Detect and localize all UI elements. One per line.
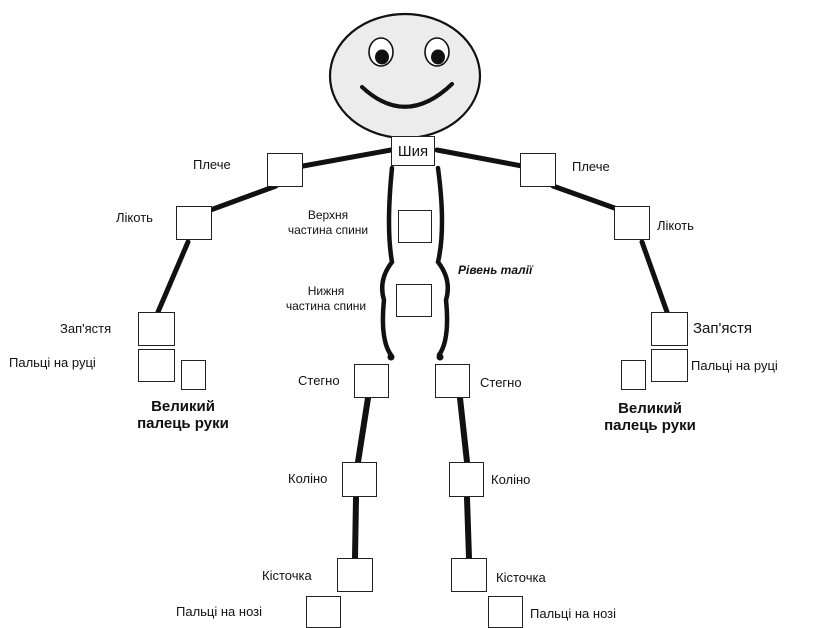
upper-back-box[interactable] [398, 210, 432, 243]
ankle-right-label: Кісточка [496, 570, 546, 585]
legs [352, 395, 472, 561]
lower-back-label-line1: Нижня [307, 284, 345, 298]
torso [380, 165, 450, 358]
hip-right-label: Стегно [480, 375, 522, 390]
knee-left-label: Коліно [288, 471, 328, 486]
neck-box[interactable]: Шия [391, 136, 435, 166]
wrist-left-label: Зап'ястя [60, 321, 112, 336]
fingers-right-box[interactable] [651, 349, 688, 382]
thumb-right-box[interactable] [621, 360, 646, 390]
thumb-left-label: Великий палець руки [118, 398, 248, 432]
thumb-left-box[interactable] [181, 360, 206, 390]
hip-left-box[interactable] [354, 364, 389, 398]
shoulder-left-label: Плече [193, 157, 231, 172]
fingers-left-box[interactable] [138, 349, 175, 382]
lower-back-label-line2: частина спини [285, 299, 367, 313]
knee-right-box[interactable] [449, 462, 484, 497]
elbow-left-box[interactable] [176, 206, 212, 240]
wrist-left-box[interactable] [138, 312, 175, 346]
toes-left-label: Пальці на нозі [176, 604, 263, 619]
elbow-right-box[interactable] [614, 206, 650, 240]
waist-level-label: Рівень талії [458, 263, 533, 277]
shoulder-right-label: Плече [572, 159, 610, 174]
ankle-left-label: Кісточка [262, 568, 312, 583]
elbow-right-label: Лікоть [657, 218, 694, 233]
thumb-right-label-line2: палець руки [604, 417, 696, 434]
shoulder-left-box[interactable] [267, 153, 303, 187]
fingers-right-label: Пальці на руці [691, 358, 778, 373]
lower-back-box[interactable] [396, 284, 432, 317]
wrist-right-box[interactable] [651, 312, 688, 346]
ankle-left-box[interactable] [337, 558, 373, 592]
knee-right-label: Коліно [491, 472, 531, 487]
wrist-right-label: Зап'ястя [693, 320, 753, 337]
upper-back-label: Верхня частина спини [260, 208, 396, 238]
thumb-right-label: Великий палець руки [585, 400, 715, 434]
fingers-left-label: Пальці на руці [9, 355, 96, 370]
smile [360, 82, 454, 109]
arms [155, 147, 670, 315]
toes-left-box[interactable] [306, 596, 341, 628]
knee-left-box[interactable] [342, 462, 377, 497]
toes-right-label: Пальці на нозі [530, 606, 617, 621]
shoulder-right-box[interactable] [520, 153, 556, 187]
thumb-left-label-line1: Великий [151, 398, 215, 415]
smiley-face [328, 12, 482, 140]
thumb-left-label-line2: палець руки [137, 415, 229, 432]
neck-label: Шия [397, 142, 429, 160]
upper-back-label-line2: частина спини [287, 223, 369, 237]
hip-right-box[interactable] [435, 364, 470, 398]
toes-right-box[interactable] [488, 596, 523, 628]
ankle-right-box[interactable] [451, 558, 487, 592]
upper-back-label-line1: Верхня [307, 208, 349, 222]
lower-back-label: Нижня частина спини [258, 284, 394, 314]
hip-left-label: Стегно [298, 373, 340, 388]
elbow-left-label: Лікоть [116, 210, 153, 225]
thumb-right-label-line1: Великий [618, 400, 682, 417]
